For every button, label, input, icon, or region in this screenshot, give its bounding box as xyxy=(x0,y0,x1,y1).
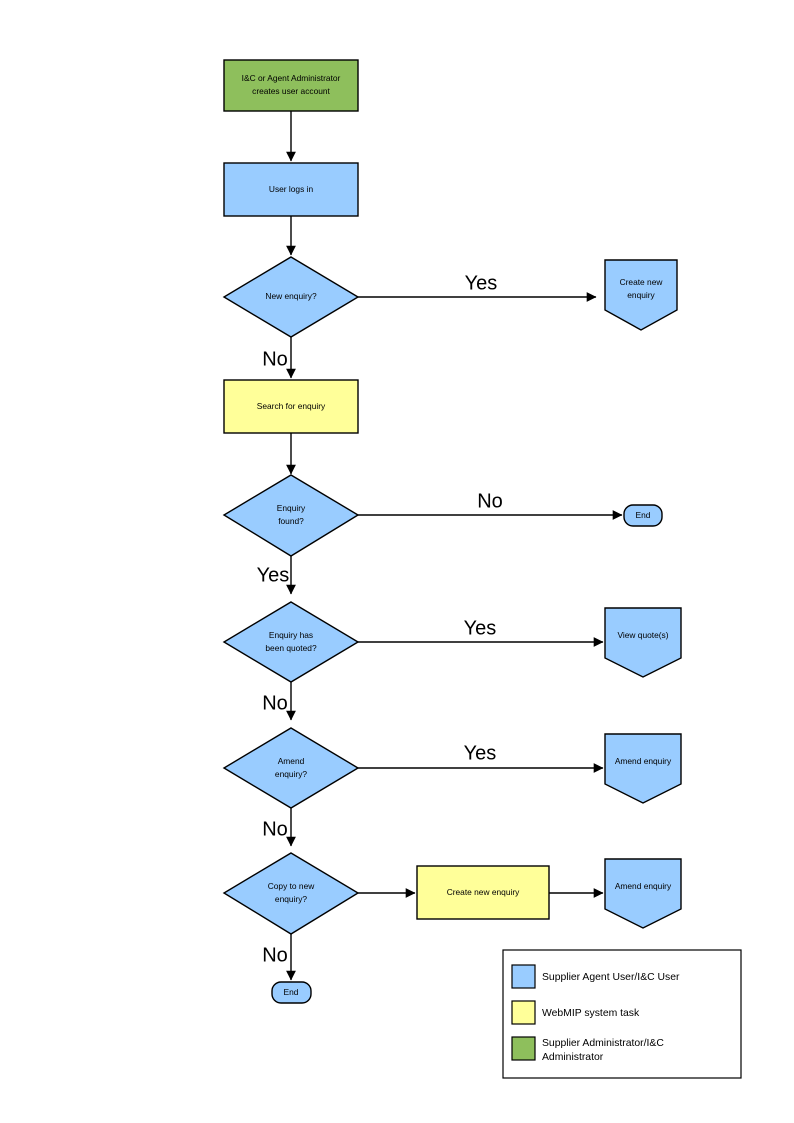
node-shape-decision xyxy=(222,474,360,557)
node-enquiry-quoted-decision[interactable]: Enquiry has been quoted? xyxy=(222,601,360,683)
node-shape-pentagon xyxy=(604,259,678,331)
node-search-for-enquiry[interactable]: Search for enquiry xyxy=(223,379,359,434)
node-shape-decision xyxy=(222,601,360,683)
edge-label-found-no: No xyxy=(477,490,503,512)
node-label-line2: been quoted? xyxy=(265,643,317,653)
node-shape-process xyxy=(416,865,550,920)
node-shape-pentagon xyxy=(604,858,682,929)
node-label-line1: End xyxy=(284,987,299,997)
node-user-logs-in[interactable]: User logs in xyxy=(223,162,359,217)
edge-labels: Yes No No Yes Yes No Yes No No xyxy=(257,272,503,966)
legend-swatch-yellow xyxy=(511,1000,536,1025)
edge-label-new-enquiry-yes: Yes xyxy=(465,272,498,294)
node-label-line1: Copy to new xyxy=(268,881,316,891)
node-label-line1: Amend enquiry xyxy=(615,881,672,891)
node-amend-enquiry-task-lower[interactable]: Amend enquiry xyxy=(604,858,682,929)
node-label-line1: View quote(s) xyxy=(617,630,668,640)
edge-label-found-yes: Yes xyxy=(257,564,290,586)
legend: Supplier Agent User/I&C User WebMIP syst… xyxy=(502,949,742,1079)
node-label-line2: enquiry? xyxy=(275,769,307,779)
node-shape-decision xyxy=(222,256,360,338)
node-shape-terminator xyxy=(271,981,312,1004)
node-create-new-enquiry-system-task[interactable]: Create new enquiry xyxy=(416,865,550,920)
node-label-line1: Enquiry has xyxy=(269,630,313,640)
legend-item-supplier-agent-user: Supplier Agent User/I&C User xyxy=(511,964,680,989)
node-label-line1: I&C or Agent Administrator xyxy=(242,73,341,83)
node-shape-pentagon xyxy=(604,607,682,678)
edge-label-amend-yes: Yes xyxy=(464,742,497,764)
node-label-line1: New enquiry? xyxy=(265,291,317,301)
legend-item-supplier-administrator: Supplier Administrator/I&C Administrator xyxy=(511,1036,664,1063)
legend-label-line1: Supplier Agent User/I&C User xyxy=(542,972,680,983)
node-label-line2: enquiry xyxy=(627,290,655,300)
edge-label-quoted-no: No xyxy=(262,692,288,714)
connectors xyxy=(286,111,623,981)
node-shape-pentagon xyxy=(604,733,682,804)
node-shape-decision xyxy=(222,727,360,809)
node-new-enquiry-decision[interactable]: New enquiry? xyxy=(222,256,360,338)
node-label-line1: Enquiry xyxy=(277,503,306,513)
node-end-terminator-bottom[interactable]: End xyxy=(271,981,312,1004)
node-shape-process xyxy=(223,162,359,217)
edge-label-amend-no: No xyxy=(262,818,288,840)
legend-label-line1: Supplier Administrator/I&C xyxy=(542,1038,664,1049)
node-amend-enquiry-task-upper[interactable]: Amend enquiry xyxy=(604,733,682,804)
node-copy-to-new-enquiry-decision[interactable]: Copy to new enquiry? xyxy=(222,852,360,935)
node-admin-creates-user-account[interactable]: I&C or Agent Administrator creates user … xyxy=(223,59,359,112)
node-create-new-enquiry-task[interactable]: Create new enquiry xyxy=(604,259,678,331)
legend-item-webmip-system-task: WebMIP system task xyxy=(511,1000,640,1025)
node-amend-enquiry-decision[interactable]: Amend enquiry? xyxy=(222,727,360,809)
legend-swatch-blue xyxy=(511,964,536,989)
node-label-line1: Search for enquiry xyxy=(257,401,326,411)
node-enquiry-found-decision[interactable]: Enquiry found? xyxy=(222,474,360,557)
node-view-quotes-task[interactable]: View quote(s) xyxy=(604,607,682,678)
node-shape-decision xyxy=(222,852,360,935)
node-label-line1: End xyxy=(636,510,651,520)
node-label-line1: Create new xyxy=(620,277,664,287)
node-shape-process xyxy=(223,59,359,112)
node-shape-terminator xyxy=(623,504,663,527)
edge-label-new-enquiry-no: No xyxy=(262,348,288,370)
node-label-line2: creates user account xyxy=(252,86,330,96)
node-label-line2: found? xyxy=(278,516,304,526)
legend-border xyxy=(502,949,742,1079)
node-shape-process xyxy=(223,379,359,434)
node-label-line1: Create new enquiry xyxy=(447,887,520,897)
node-label-line1: User logs in xyxy=(269,184,314,194)
node-end-terminator-top[interactable]: End xyxy=(623,504,663,527)
legend-label-line2: Administrator xyxy=(542,1052,604,1063)
node-label-line2: enquiry? xyxy=(275,894,307,904)
legend-swatch-green xyxy=(511,1036,536,1061)
node-label-line1: Amend enquiry xyxy=(615,756,672,766)
edge-label-quoted-yes: Yes xyxy=(464,617,497,639)
node-label-line1: Amend xyxy=(278,756,305,766)
edge-label-copy-no: No xyxy=(262,944,288,966)
legend-label-line1: WebMIP system task xyxy=(542,1008,640,1019)
